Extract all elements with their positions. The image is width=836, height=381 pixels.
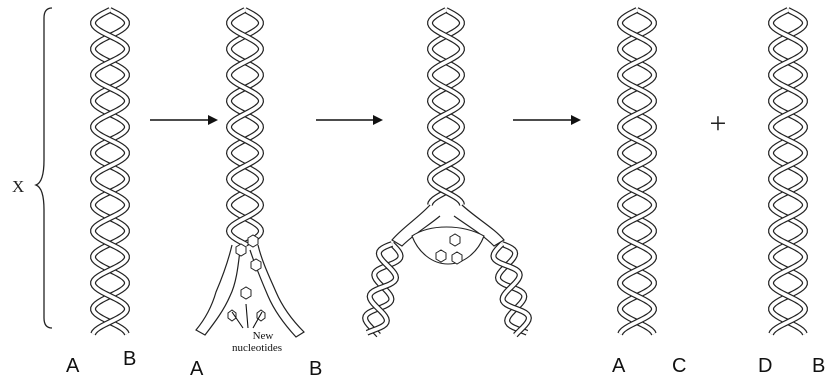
nucleotide-1: [236, 244, 246, 256]
daughter-helix-2: D B: [758, 10, 825, 377]
helix-2-unwinding: New nucleotides A B: [190, 10, 322, 380]
nucleotide-4: [241, 287, 251, 299]
stage-arrow-2: [316, 115, 383, 125]
new-nucleotides-label-line1: New: [253, 330, 274, 342]
strand-label-b: B: [123, 348, 136, 370]
stage-arrow-3: [513, 115, 581, 125]
daughter-helix-2-strands: [771, 10, 805, 334]
daughter-helix-1: A C: [612, 10, 686, 377]
plus-sign: +: [710, 107, 727, 140]
left-branch-strands: [362, 242, 402, 337]
right-branch-strands: [491, 242, 531, 337]
nucleotide-8: [436, 250, 446, 262]
strand-label-b: B: [812, 355, 825, 377]
daughter-helix-1-strands: [620, 10, 654, 334]
helix-3-split: [362, 10, 532, 336]
left-branch-helix: [362, 242, 402, 337]
fork-right-strand: [250, 245, 304, 337]
bracket-label-x: X: [12, 177, 24, 196]
fork-left-strand: [196, 245, 240, 335]
fork-bubble: [412, 227, 484, 264]
strand-label-a: A: [66, 355, 80, 377]
nucleotide-9: [452, 252, 462, 264]
strand-label-d: D: [758, 355, 772, 377]
strand-label-c: C: [672, 355, 686, 377]
strand-label-a: A: [612, 355, 626, 377]
nucleotide-7: [450, 234, 460, 246]
nucleotide-2: [248, 235, 258, 247]
right-branch-helix: [491, 242, 531, 337]
helix-1-strands: [93, 10, 127, 334]
new-nucleotides-label-line2: nucleotides: [232, 342, 282, 354]
strand-label-b: B: [309, 358, 322, 380]
helix-2-strands: [229, 10, 261, 245]
nucleotide-3: [251, 259, 261, 271]
helix-3-strands: [430, 10, 462, 205]
curly-bracket: [36, 8, 52, 328]
strand-label-a: A: [190, 358, 204, 380]
stage-arrow-1: [150, 115, 218, 125]
helix-1: A B: [66, 10, 136, 377]
